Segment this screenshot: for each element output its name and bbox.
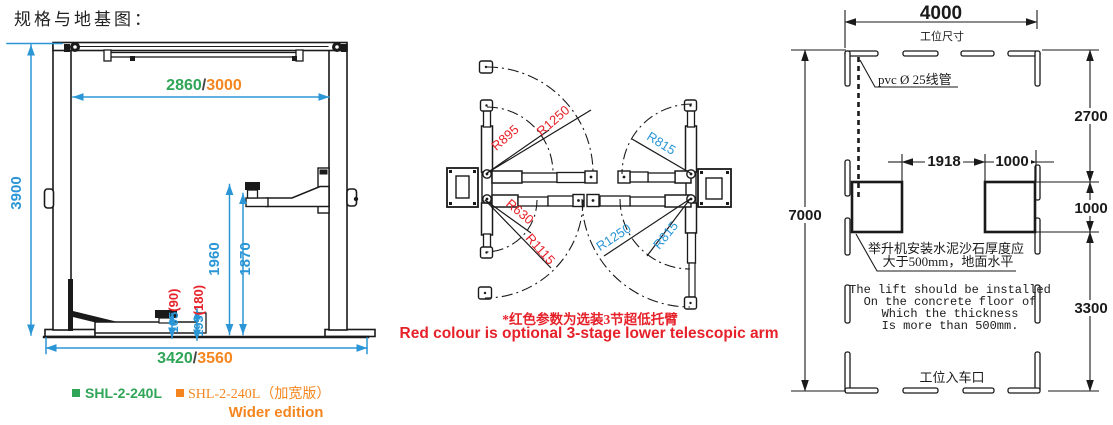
right-post — [328, 43, 348, 331]
right-down-arm-2 — [686, 232, 697, 264]
swing-arcs — [484, 66, 693, 308]
left-post-cover — [43, 188, 55, 209]
lift-arm-raised — [245, 167, 359, 214]
dim-height-label: 3900 — [8, 176, 25, 209]
arc-left-bottom-inner — [484, 199, 538, 253]
dim-width-label: 2860/3000 — [166, 77, 242, 94]
arc-left-top-outer — [486, 66, 594, 174]
pad-adapter — [246, 189, 259, 199]
left-beam-bolt — [64, 44, 70, 52]
left-post-foundation — [850, 180, 904, 234]
top-view-right-unit — [586, 99, 732, 310]
left-up-arm-1 — [480, 125, 494, 173]
top-view-left-unit — [446, 60, 598, 300]
right-bot-arm-2 — [629, 196, 666, 207]
left-down-arm-1 — [480, 202, 494, 236]
radius-r895-label: R895 — [488, 122, 521, 154]
left-bot-arm-3 — [547, 195, 575, 207]
dim-105-label: 105(90) — [166, 289, 181, 334]
plan-note-cn-1: 举升机安装水泥沙石厚度应 — [868, 241, 1024, 256]
dim-7000-label: 7000 — [788, 207, 821, 224]
plan-note-en-3: Which the thickness — [882, 307, 1019, 321]
arm-front-tube — [245, 197, 269, 208]
legend-standard-label: SHL-2-240L — [85, 385, 162, 401]
plan-note-cn-2: 大于500mm，地面水平 — [883, 254, 1014, 269]
left-top-arm-1 — [491, 170, 523, 184]
arm-tube — [94, 321, 201, 334]
legend-wide-sub-label: Wider edition — [229, 404, 324, 421]
dim-base-label: 3420/3560 — [157, 350, 233, 367]
dim-1000h-label: 1000 — [995, 153, 1028, 170]
dim-1960-label: 1960 — [206, 242, 223, 275]
note-leader — [855, 233, 1016, 272]
left-baseplate — [446, 167, 479, 208]
dim-3300-label: 3300 — [1074, 300, 1107, 317]
lift-pad-low — [155, 310, 177, 318]
left-carriage — [68, 279, 73, 331]
lift-arm-lowered — [68, 279, 207, 334]
bay-width-sublabel: 工位尺寸 — [920, 29, 964, 43]
latch-pin — [353, 196, 359, 202]
right-pulley-hub — [335, 45, 339, 49]
right-beam-bolt — [341, 44, 347, 52]
top-view: R895 R1250 R815 R630 R1115 R1250 R815 *红… — [400, 60, 779, 342]
pvc-leader — [859, 59, 958, 88]
plan-note-en-2: On the concrete floor of — [864, 295, 1037, 309]
right-post-foundation — [983, 180, 1037, 234]
plan-dimensions — [791, 10, 1099, 392]
right-top-arm-3 — [629, 171, 649, 183]
left-top-arm-2 — [521, 172, 558, 183]
page-title: 规格与地基图： — [14, 10, 154, 29]
arc-right-bottom-outer — [581, 198, 691, 308]
overhead-safety-bar — [103, 49, 304, 62]
radius-r815-top-label: R815 — [644, 129, 678, 158]
bar-bracket-left — [130, 56, 135, 61]
dim-2700-label: 2700 — [1074, 108, 1107, 125]
entrance-label: 工位入车口 — [919, 370, 984, 385]
radius-r1250-right-label: R1250 — [593, 221, 633, 254]
front-dimensions — [6, 42, 368, 355]
radius-r815-bottom-label: R815 — [650, 218, 681, 252]
right-bot-arm-3 — [599, 195, 631, 207]
arc-left-bottom-outer — [484, 199, 584, 299]
arc-left-top-inner — [486, 106, 554, 174]
legend-orange-swatch — [176, 389, 184, 397]
front-view: 规格与地基图： — [6, 10, 376, 421]
plan-view: pvc Ø 25线管 举升机安装水泥沙石厚度应 大于500mm，地面水平 The… — [786, 3, 1110, 394]
right-down-arm-3 — [688, 262, 696, 298]
arm-body — [265, 185, 330, 208]
left-down-arm-2 — [482, 233, 492, 249]
right-top-arm-2 — [647, 172, 676, 183]
lift-pad — [245, 182, 260, 190]
left-top-arm-3 — [556, 171, 586, 184]
plan-note-en-1: The lift should be installed — [849, 283, 1051, 297]
dim-4000-label: 4000 — [920, 3, 962, 24]
dim-195-label: 195(180) — [191, 285, 206, 337]
plan-note-en-4: Is more than 500mm. — [882, 319, 1019, 333]
left-pulley-hub — [73, 45, 77, 49]
legend-wide-label: SHL-2-240L（加宽版） — [188, 385, 330, 402]
dim-1870-label: 1870 — [237, 242, 254, 275]
pvc-label: pvc Ø 25线管 — [878, 72, 952, 87]
bar-bracket-right — [292, 56, 297, 61]
note-cn: *红色参数为选装3节超低托臂 — [502, 311, 678, 327]
dim-1000v-label: 1000 — [1074, 200, 1107, 217]
right-post-section — [705, 177, 723, 200]
legend: SHL-2-240L SHL-2-240L（加宽版） Wider edition — [72, 385, 330, 421]
radius-r1115-label: R1115 — [523, 230, 558, 267]
legend-green-swatch — [72, 389, 80, 397]
dim-1918-label: 1918 — [927, 153, 960, 170]
note-en: Red colour is optional 3-stage lower tel… — [400, 325, 779, 342]
radius-lines — [484, 109, 693, 269]
right-up-arm-1 — [684, 125, 698, 173]
left-post-section — [455, 175, 470, 199]
